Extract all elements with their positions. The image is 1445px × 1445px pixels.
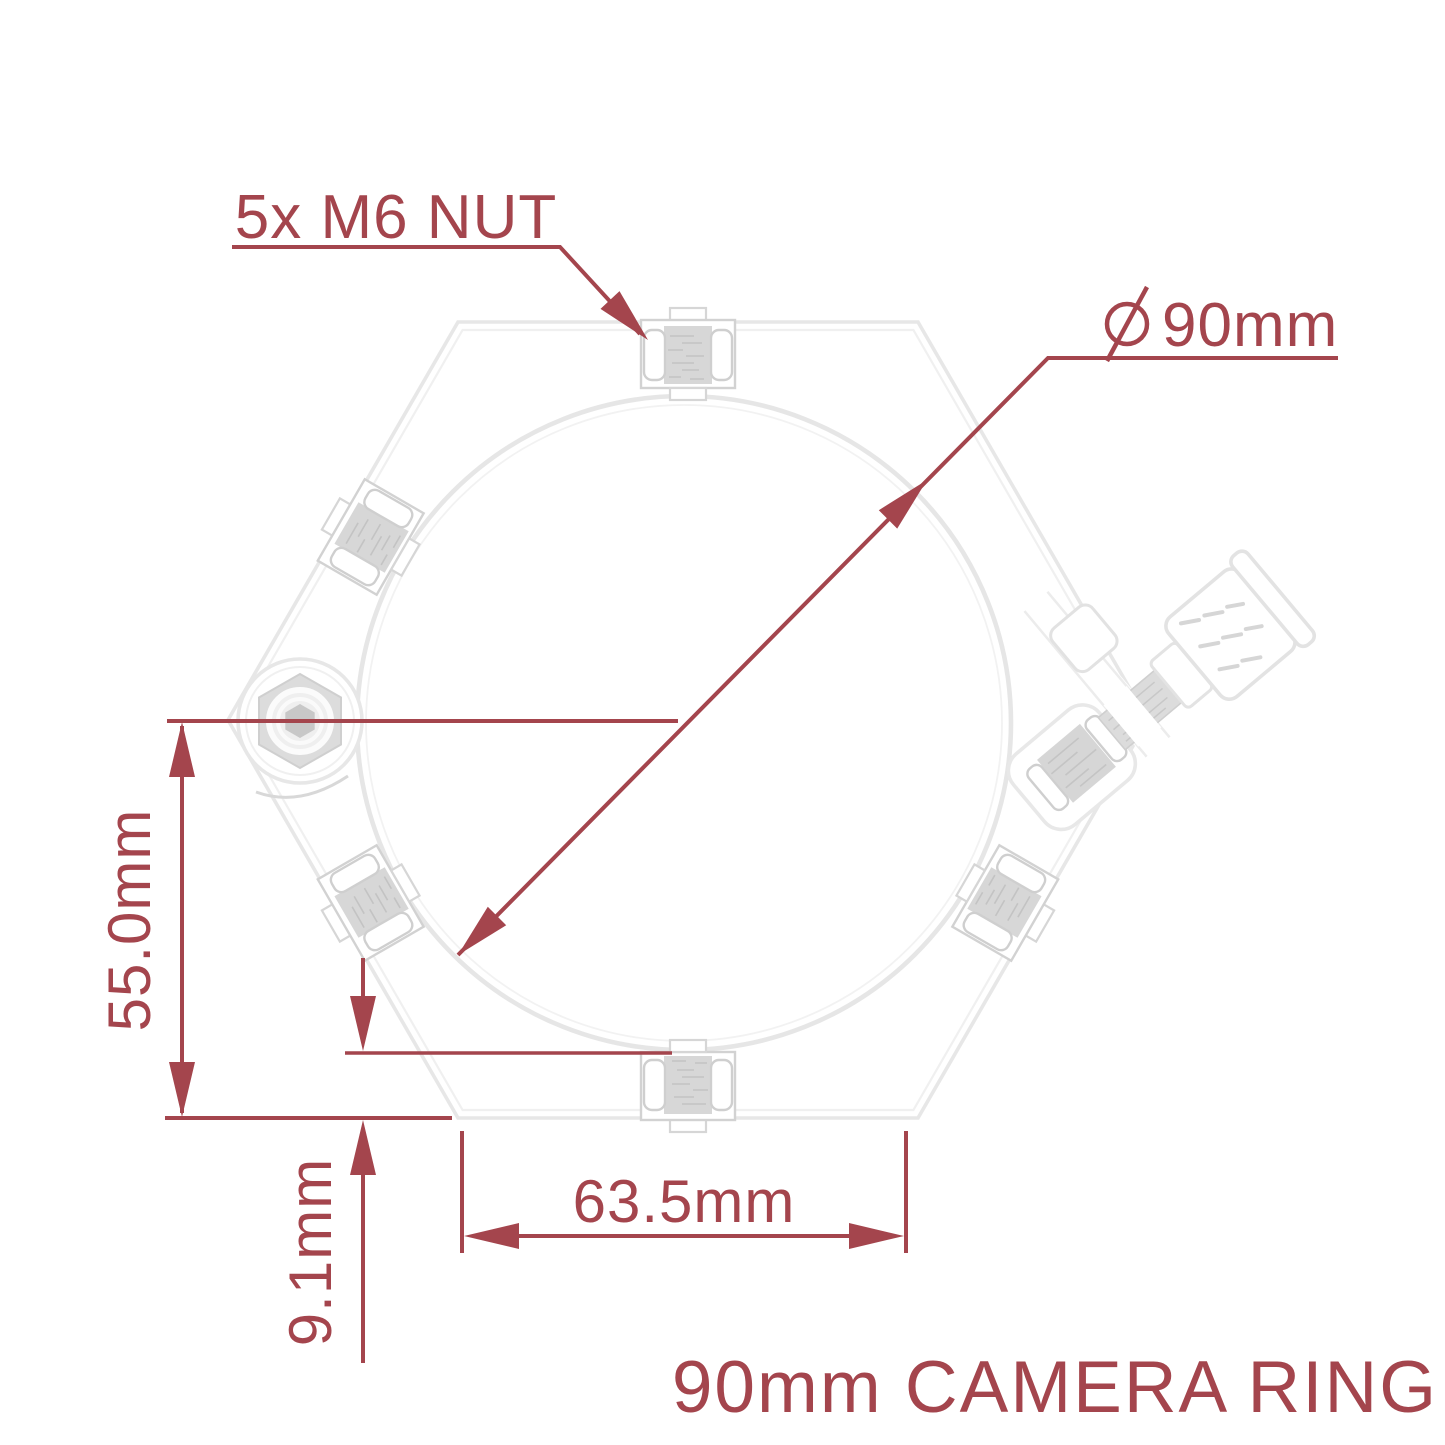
knob-end-cap — [1229, 549, 1317, 649]
width-dim-arrow-right — [849, 1223, 904, 1249]
jaw-gap-over-shaft — [1103, 686, 1162, 747]
nut-lower-right — [940, 838, 1070, 968]
diameter-arrowhead-upper — [878, 480, 927, 529]
height-dim-arrow-top — [169, 722, 195, 777]
nut-callout-arrowhead — [600, 291, 648, 340]
bolt-boss — [236, 657, 364, 799]
upper-jaw-tab — [1049, 603, 1119, 674]
clamp-nut-flat-left — [1026, 763, 1070, 812]
boss-hidden-edge — [255, 774, 349, 799]
diameter-arrowhead-lower — [458, 906, 507, 955]
height-dim-label: 55.0mm — [96, 809, 163, 1032]
offset-dim-label: 9.1mm — [277, 1158, 344, 1346]
height-dim-arrow-bottom — [169, 1062, 195, 1117]
diameter-leader — [456, 356, 1338, 957]
annotations: 5x M6 NUT 90mm 55.0mm 9.1mm 63.5mm — [96, 183, 1438, 1428]
nut-top — [639, 306, 737, 402]
diameter-symbol-icon — [1104, 285, 1150, 363]
knob-knurling — [1178, 601, 1264, 672]
clamp-knob-assembly — [1006, 549, 1317, 832]
clamp-nut-thread-lines — [1047, 737, 1107, 789]
width-dim-arrow-left — [464, 1223, 519, 1249]
clamp-nut-thread — [1037, 723, 1116, 803]
diameter-label: 90mm — [1162, 291, 1338, 360]
nut-lower-left — [306, 838, 436, 968]
offset-dim-arrow-down — [350, 996, 376, 1051]
drawing-title: 90mm CAMERA RING — [672, 1347, 1438, 1428]
width-dim-label: 63.5mm — [573, 1168, 796, 1235]
offset-dim-arrow-up — [350, 1120, 376, 1175]
nut-callout-label: 5x M6 NUT — [235, 183, 557, 252]
